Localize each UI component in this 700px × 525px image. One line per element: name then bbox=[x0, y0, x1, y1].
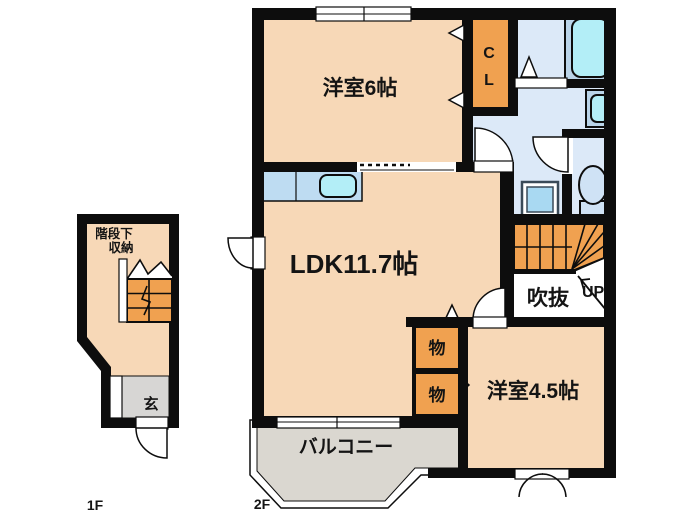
entry-door-opening-1f bbox=[135, 416, 169, 430]
entry-door-arc-1f bbox=[135, 427, 168, 459]
label-room6: 洋室6帖 bbox=[323, 76, 398, 100]
kitchen-counter bbox=[261, 169, 363, 202]
label-cl-c: C bbox=[483, 45, 495, 62]
label-understairs-1: 階段下 bbox=[95, 226, 133, 241]
label-1f-tag: 1F bbox=[87, 497, 104, 513]
label-storage-bottom: 物 bbox=[429, 385, 446, 405]
openings-2f bbox=[227, 6, 573, 498]
label-storage-top: 物 bbox=[429, 338, 446, 358]
storage-top bbox=[412, 324, 462, 372]
label-understairs-2: 収納 bbox=[108, 240, 133, 255]
stairs-2f-steplines bbox=[514, 223, 605, 271]
floor-1f: 階段下 収納 玄 1F bbox=[77, 214, 179, 513]
room6-floor bbox=[258, 14, 468, 170]
washer-pan-icon bbox=[520, 180, 560, 219]
entry-door-arc-2f bbox=[227, 237, 254, 269]
label-ldk: LDK11.7帖 bbox=[290, 249, 419, 279]
label-up: UP bbox=[582, 284, 605, 301]
door-arc-toilet bbox=[532, 136, 569, 173]
label-2f-tag: 2F bbox=[254, 496, 271, 512]
closet-door-triangle-1 bbox=[447, 23, 465, 43]
stairs-break-fill bbox=[127, 260, 172, 279]
label-balcony: バルコニー bbox=[299, 436, 394, 458]
room45-floor bbox=[462, 320, 610, 474]
stairs-stringer bbox=[118, 258, 128, 323]
window-ldk-balcony bbox=[276, 416, 401, 429]
label-entrance: 玄 bbox=[143, 395, 158, 413]
bath-door-triangle bbox=[519, 54, 539, 78]
toilet-icon bbox=[578, 165, 608, 217]
door-leaf-hall-ldk bbox=[473, 160, 514, 173]
label-void: 吹抜 bbox=[527, 286, 570, 310]
door-leaf-ldk-room45 bbox=[472, 316, 508, 329]
sliding-door-room6-ldk bbox=[357, 162, 456, 172]
floor-2f: 洋室6帖 C L LDK11.7帖 吹抜 UP 物 物 洋室4.5帖 バルコニー… bbox=[227, 6, 616, 512]
up-arrow-icon bbox=[577, 275, 607, 311]
bath-sliding-door bbox=[514, 77, 568, 89]
window-room45-casement bbox=[514, 468, 570, 498]
entrance-step bbox=[109, 375, 123, 419]
stairs-break-line bbox=[126, 258, 173, 280]
stairs-direction-mark bbox=[140, 285, 152, 316]
stairs-1f bbox=[118, 258, 173, 323]
window-room6-top bbox=[315, 6, 412, 22]
kitchen-sink-icon bbox=[319, 174, 357, 198]
label-cl-l: L bbox=[484, 72, 494, 89]
label-room45: 洋室4.5帖 bbox=[487, 379, 579, 403]
bathtub-icon bbox=[571, 18, 610, 78]
closet-door-triangle-2 bbox=[447, 90, 465, 110]
